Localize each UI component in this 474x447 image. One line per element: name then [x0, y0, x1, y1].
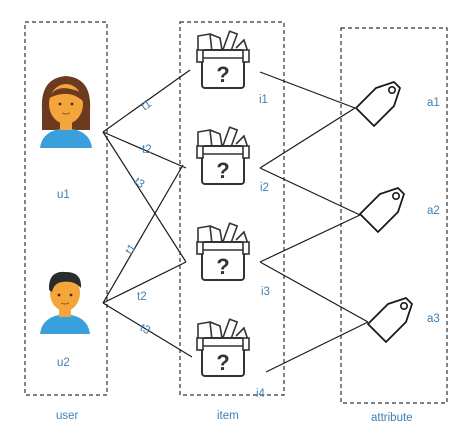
- box-question-mark: ?: [216, 350, 229, 375]
- attribute-label-a1: a1: [427, 97, 440, 109]
- item-label-i3: i3: [261, 286, 270, 298]
- edge-time-labels: t1 t2 t3 t1 t2 t3: [123, 98, 153, 337]
- edge-u1-i1: [102, 69, 191, 133]
- female-person-icon: [40, 76, 92, 148]
- item-i1-node: ? i1: [196, 30, 268, 106]
- edge-label-t3-u2: t3: [138, 322, 152, 337]
- item-attribute-edges: [259, 71, 369, 373]
- user-label-u2: u2: [57, 357, 70, 369]
- edge-i2-a2: [259, 167, 361, 216]
- item-group-box: [179, 21, 285, 396]
- item-i3-node: ? i3: [196, 222, 270, 298]
- mystery-box-icon: ?: [196, 30, 250, 89]
- item-label-i1: i1: [259, 94, 268, 106]
- edge-i2-a1: [259, 107, 356, 169]
- edge-label-t2-u2: t2: [137, 291, 147, 303]
- attribute-a3-node: a3: [367, 297, 440, 343]
- edge-u2-i3: [102, 261, 187, 304]
- box-question-mark: ?: [216, 62, 229, 87]
- edge-label-t1-u1: t1: [139, 98, 154, 113]
- edge-i3-a2: [259, 214, 361, 263]
- attribute-group-box: [340, 27, 448, 404]
- group-caption-attribute: attribute: [371, 412, 413, 424]
- tag-icon: [355, 81, 401, 127]
- user-label-u1: u1: [57, 189, 70, 201]
- attribute-label-a2: a2: [427, 205, 440, 217]
- user-u1-node: u1: [40, 76, 92, 201]
- item-label-i4: i4: [256, 388, 266, 400]
- edge-i4-a3: [265, 321, 369, 373]
- user-item-edges: [102, 69, 193, 358]
- edge-i1-a1: [259, 71, 356, 109]
- tag-icon: [367, 297, 413, 343]
- user-group-box: [24, 21, 108, 396]
- attribute-label-a3: a3: [427, 313, 440, 325]
- mystery-box-icon: ?: [196, 318, 250, 377]
- attribute-a1-node: a1: [355, 81, 440, 127]
- edge-u1-i3: [102, 131, 187, 263]
- edge-i3-a3: [259, 261, 369, 323]
- male-person-icon: [40, 271, 90, 334]
- edge-u2-i4: [102, 302, 193, 358]
- edge-u2-i2: [102, 164, 184, 304]
- item-i4-node: ? i4: [196, 318, 266, 400]
- item-i2-node: ? i2: [196, 126, 269, 194]
- box-question-mark: ?: [216, 158, 229, 183]
- box-question-mark: ?: [216, 254, 229, 279]
- mystery-box-icon: ?: [196, 126, 250, 185]
- mystery-box-icon: ?: [196, 222, 250, 281]
- group-caption-user: user: [56, 410, 79, 422]
- group-caption-item: item: [217, 410, 239, 422]
- tag-icon: [359, 187, 405, 233]
- attribute-a2-node: a2: [359, 187, 440, 233]
- user-u2-node: u2: [40, 271, 90, 369]
- item-label-i2: i2: [260, 182, 269, 194]
- edge-label-t2-u1: t2: [142, 144, 152, 156]
- edge-u1-i2: [102, 131, 187, 169]
- edge-label-t3-u1: t3: [132, 176, 147, 191]
